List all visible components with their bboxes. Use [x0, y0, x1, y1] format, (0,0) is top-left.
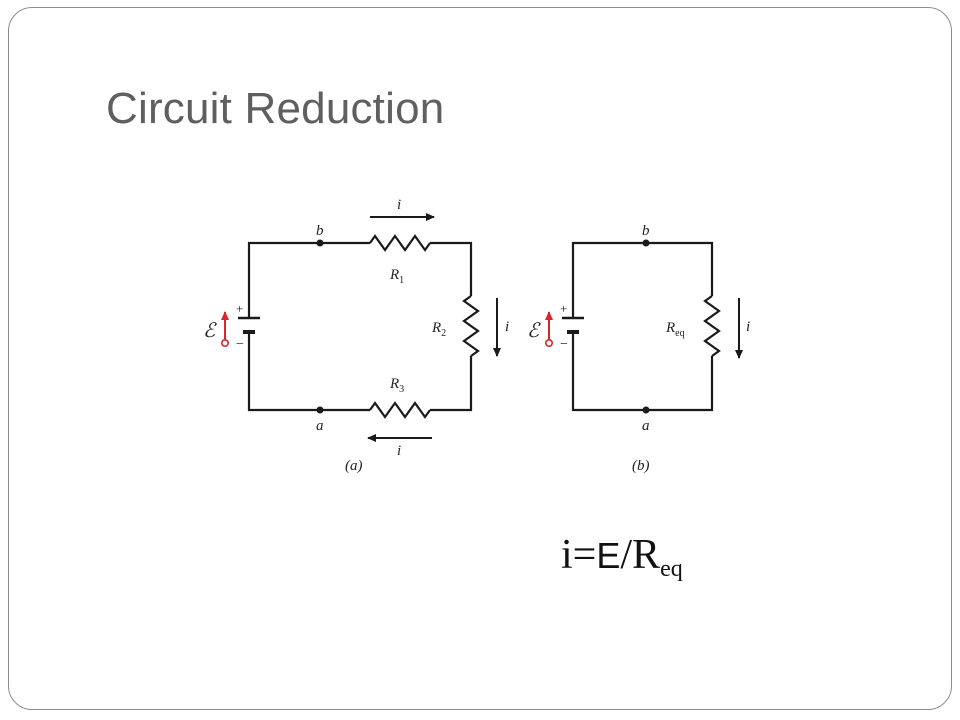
circuit-b-current-label: i — [746, 319, 750, 335]
circuit-a-emf-arrow — [221, 311, 230, 347]
circuit-b-node-b-label: b — [642, 223, 650, 239]
formula-r-base: R — [632, 532, 661, 578]
formula-lhs: i= — [561, 532, 597, 578]
resistor-r1-label: R1 — [389, 267, 404, 286]
circuit-a-current-label-bottom: i — [397, 443, 401, 459]
circuit-a-node-b — [316, 239, 324, 247]
circuit-b-node-b — [642, 239, 650, 247]
resistor-req — [703, 295, 721, 357]
circuit-b-minus: − — [560, 337, 568, 352]
circuit-a-minus: − — [236, 337, 244, 352]
circuit-b-emf-symbol: ℰ — [527, 320, 541, 342]
resistor-r1 — [369, 234, 431, 252]
circuit-a-caption: (a) — [345, 458, 363, 474]
circuit-b-node-a — [642, 406, 650, 414]
circuit-a-current-label-top: i — [397, 197, 401, 213]
circuit-b-emf-arrow — [544, 311, 553, 347]
circuit-b-node-a-label: a — [642, 418, 650, 434]
circuit-a-wires — [247, 241, 473, 412]
circuit-b-battery — [562, 316, 584, 334]
circuit-b: + − ℰ Req b a i (b) — [527, 223, 750, 474]
circuit-a-emf-symbol: ℰ — [203, 320, 217, 342]
circuit-b-caption: (b) — [632, 458, 650, 474]
circuit-a-battery — [238, 316, 260, 334]
formula-slash: / — [620, 532, 633, 578]
circuit-a: + − ℰ R1 R2 R3 b a i i — [203, 197, 509, 474]
resistor-r3 — [369, 401, 431, 419]
circuit-b-wires — [571, 241, 714, 412]
circuit-a-current-label-right: i — [505, 319, 509, 335]
resistor-r2-label: R2 — [431, 320, 446, 339]
circuit-a-plus: + — [236, 301, 243, 316]
resistor-req-label: Req — [665, 320, 685, 339]
slide-title: Circuit Reduction — [106, 84, 445, 133]
circuit-a-node-b-label: b — [316, 223, 324, 239]
formula-r-sub: eq — [660, 556, 683, 582]
resistor-r3-label: R3 — [389, 376, 404, 395]
resistor-r2 — [462, 295, 480, 357]
slide-frame — [8, 7, 952, 710]
ohm-law-formula: i=E/Req — [561, 532, 683, 581]
circuit-a-node-a — [316, 406, 324, 414]
circuit-b-plus: + — [560, 301, 567, 316]
circuit-a-node-a-label: a — [316, 418, 324, 434]
formula-emf: E — [596, 535, 621, 576]
